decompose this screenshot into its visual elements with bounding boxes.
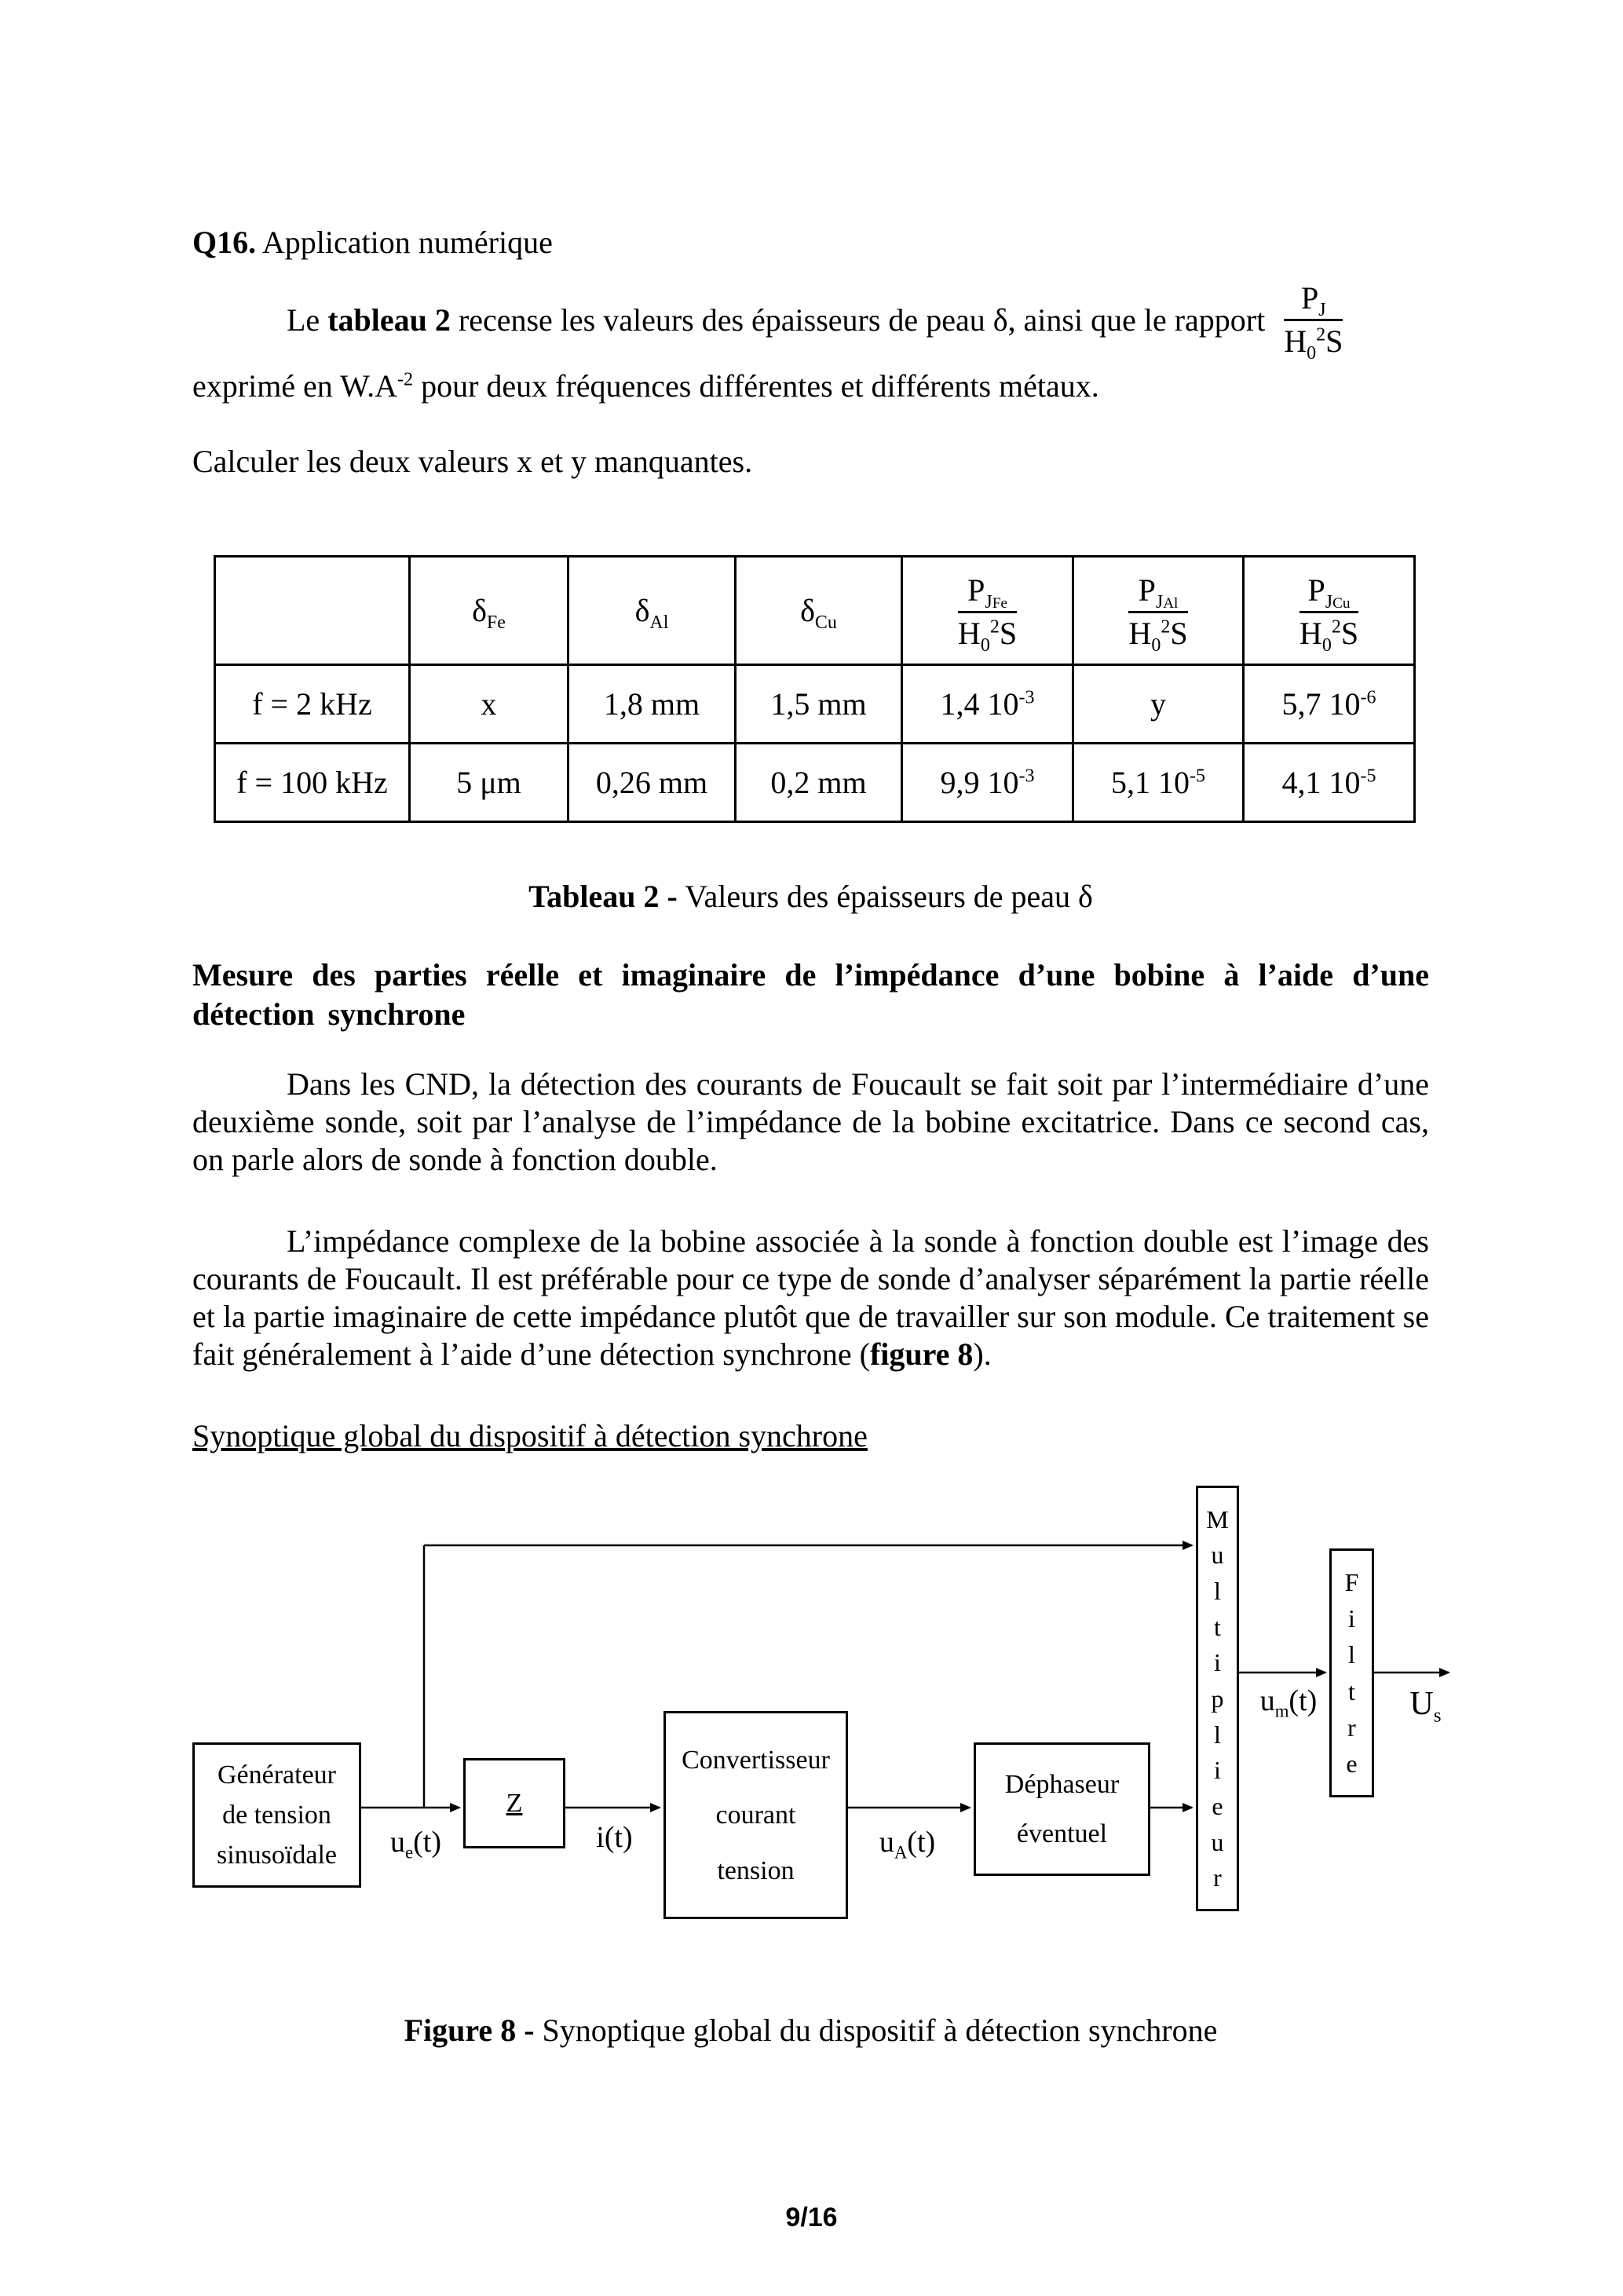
table-cell: 0,26 mm xyxy=(567,742,737,823)
table-cell: 1,4 10-3 xyxy=(901,664,1074,744)
table-cell: y xyxy=(1072,664,1245,744)
question-title: Q16. Application numérique xyxy=(192,224,1429,261)
ratio-denominator: H02S xyxy=(1284,324,1343,364)
table-header-empty xyxy=(214,555,411,666)
paragraph-impedance: L’impédance complexe de la bobine associ… xyxy=(192,1223,1429,1372)
intro-paragraph: Le tableau 2 recense les valeurs des épa… xyxy=(192,282,1594,364)
figure-caption: Figure 8 - Synoptique global du disposit… xyxy=(404,2013,1218,2048)
figure-8-diagram: Générateur de tension sinusoïdale Z Conv… xyxy=(192,1486,1468,1937)
table-cell: 5 μm xyxy=(408,742,569,823)
table-cell: x xyxy=(408,664,569,744)
ratio-formula-cu: PJCu H02S xyxy=(1299,572,1359,656)
signal-i-label: i(t) xyxy=(596,1821,633,1854)
table-header-delta-fe: δFe xyxy=(408,555,569,666)
table-header-delta-cu: δCu xyxy=(734,555,903,666)
page-content: Q16. Application numérique Le tableau 2 … xyxy=(192,224,1594,2048)
synoptique-heading: Synoptique global du dispositif à détect… xyxy=(192,1418,868,1453)
figure-8-ref: figure 8 xyxy=(869,1336,974,1372)
table-caption: Tableau 2 - Valeurs des épaisseurs de pe… xyxy=(528,879,1093,914)
ratio-numerator: PJ xyxy=(1284,282,1343,321)
table-header-ratio-fe: PJFe H02S xyxy=(901,555,1074,666)
row-label: f = 100 kHz xyxy=(214,742,411,823)
ratio-formula-al: PJAl H02S xyxy=(1128,572,1188,656)
signal-us-label: Us xyxy=(1409,1686,1442,1727)
question-number: Q16. xyxy=(192,225,257,260)
phase-shifter-box: Déphaseur éventuel xyxy=(974,1742,1150,1876)
table-cell: 1,8 mm xyxy=(567,664,737,744)
question-title-text: Application numérique xyxy=(256,225,553,260)
diagram-wires xyxy=(361,1541,1450,1812)
skin-depth-table: δFe δAl δCu PJFe H02S PJAl H02S PJCu H02… xyxy=(214,555,1416,823)
table-cell: 5,1 10-5 xyxy=(1072,742,1245,823)
row-label: f = 2 kHz xyxy=(214,664,411,744)
table-cell: 9,9 10-3 xyxy=(901,742,1074,823)
table-cell: 0,2 mm xyxy=(734,742,903,823)
intro-line2: exprimé en W.A-2 pour deux fréquences di… xyxy=(192,368,1099,404)
table-cell: 5,7 10-6 xyxy=(1242,664,1416,744)
page-number: 9/16 xyxy=(785,2203,838,2232)
signal-um-label: um(t) xyxy=(1259,1684,1318,1721)
table-row-2khz: f = 2 kHz x 1,8 mm 1,5 mm 1,4 10-3 y 5,7… xyxy=(214,664,1416,744)
generator-box: Générateur de tension sinusoïdale xyxy=(192,1742,361,1888)
table-header-delta-al: δAl xyxy=(567,555,737,666)
converter-box: Convertisseur courant tension xyxy=(663,1711,848,1919)
section-heading: Mesure des parties réelle et imaginaire … xyxy=(192,957,1429,1032)
signal-ua-label: uA(t) xyxy=(879,1826,936,1863)
table-header-row: δFe δAl δCu PJFe H02S PJAl H02S PJCu H02… xyxy=(214,555,1416,666)
table-row-100khz: f = 100 kHz 5 μm 0,26 mm 0,2 mm 9,9 10-3… xyxy=(214,742,1416,823)
paragraph-cnd: Dans les CND, la détection des courants … xyxy=(192,1066,1429,1177)
table-cell: 4,1 10-5 xyxy=(1242,742,1416,823)
table-header-ratio-cu: PJCu H02S xyxy=(1242,555,1416,666)
ratio-formula: PJ H02S xyxy=(1284,282,1343,364)
exponent: -2 xyxy=(397,369,414,390)
signal-ue-label: ue(t) xyxy=(390,1826,441,1863)
intro-text: Le tableau 2 recense les valeurs des épa… xyxy=(287,302,1266,338)
instruction-line: Calculer les deux valeurs x et y manquan… xyxy=(192,444,753,479)
impedance-z-label: Z xyxy=(506,1789,523,1818)
tableau-2-ref: tableau 2 xyxy=(327,302,451,338)
ratio-formula-fe: PJFe H02S xyxy=(957,572,1018,656)
impedance-z-box: Z xyxy=(463,1758,565,1848)
table-cell: 1,5 mm xyxy=(734,664,903,744)
table-header-ratio-al: PJAl H02S xyxy=(1072,555,1245,666)
